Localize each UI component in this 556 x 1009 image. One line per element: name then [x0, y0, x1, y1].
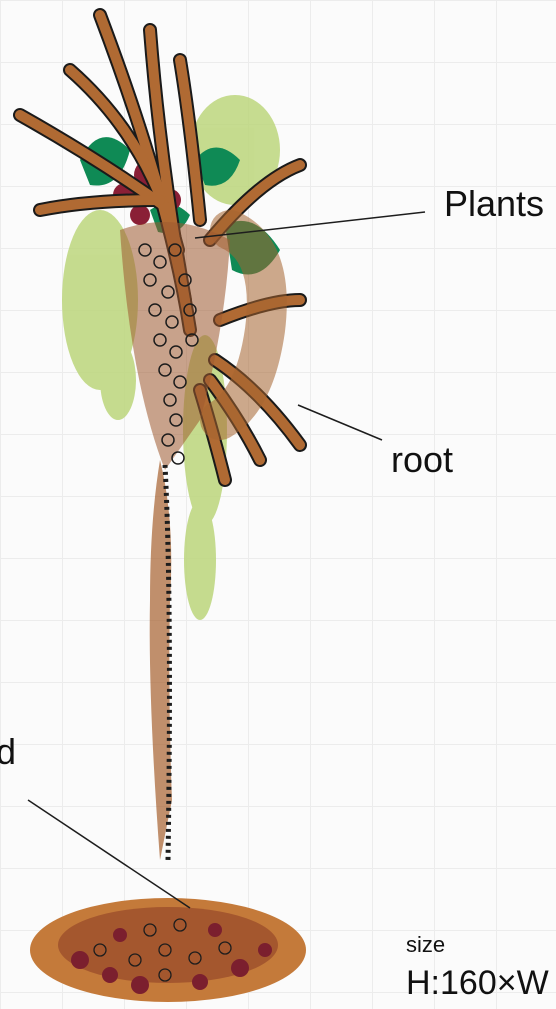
- plants-label: Plants: [444, 186, 544, 222]
- size-title: size: [406, 934, 445, 956]
- root-label: root: [391, 442, 453, 478]
- size-value: H:160×W: [406, 966, 549, 1000]
- pod-label: od: [0, 734, 16, 770]
- root-leader-line: [298, 405, 382, 440]
- pod-base: [30, 898, 306, 1002]
- stalk: [150, 460, 172, 860]
